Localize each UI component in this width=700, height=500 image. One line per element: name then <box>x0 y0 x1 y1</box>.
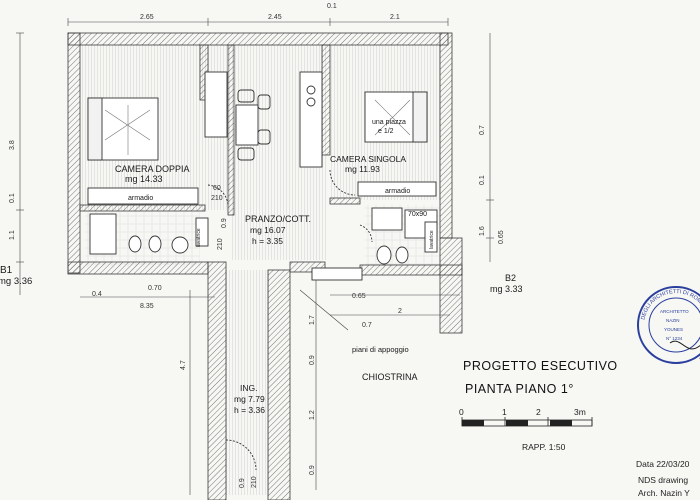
scale-tick-2: 2 <box>536 407 541 417</box>
dim-left-mid: 1.1 <box>9 230 16 240</box>
stamp-ring-text: DEGLI ARCHITETTI DI ROMA <box>640 289 700 321</box>
dim-top-1: 2.65 <box>140 14 154 21</box>
stamp-inner-2: NAZIN <box>666 318 680 323</box>
dim-door-a: 60 <box>213 185 221 192</box>
title-date: Data 22/03/20 <box>636 459 690 469</box>
dim-left-height: 3.8 <box>9 140 16 150</box>
height-pranzo: h = 3.35 <box>252 236 283 246</box>
note-piani-appoggio: piani di appoggio <box>352 345 409 354</box>
title-architect: Arch. Nazin Y <box>638 488 690 498</box>
label-b1: B1 <box>0 265 13 276</box>
bed-note-1: una piazza <box>372 119 406 126</box>
scale-ratio: RAPP. 1:50 <box>522 442 566 452</box>
dim-corr-a: 1.7 <box>309 315 316 325</box>
title-drawing: NDS drawing <box>638 475 688 485</box>
note-lavatrice-2: lavatrice <box>429 230 435 249</box>
area-camera-doppia: mg 14.33 <box>125 174 163 184</box>
scale-tick-1: 1 <box>502 407 507 417</box>
stamp-inner-1: ARCHITETTO <box>660 309 689 314</box>
furniture <box>87 71 438 471</box>
area-ingresso: mg 7.79 <box>234 394 265 404</box>
dimension-labels: 2.65 2.45 2.1 0.1 3.8 0.1 1.1 4.7 0.7 0.… <box>9 3 505 488</box>
dimension-lines <box>16 18 494 495</box>
dim-top-3: 2.1 <box>390 14 400 21</box>
area-camera-singola: mg 11.93 <box>345 164 380 174</box>
closet-camera-singola: armadio <box>385 188 410 195</box>
architect-stamp: DEGLI ARCHITETTI DI ROMA ARCHITETTO NAZI… <box>637 286 700 364</box>
bed-note-2: e 1/2 <box>378 128 394 135</box>
label-ingresso: ING. <box>240 383 257 393</box>
scale-bar: 0 1 2 3m RAPP. 1:50 <box>459 407 593 452</box>
dim-door-b: 210 <box>211 195 223 202</box>
scale-tick-0: 0 <box>459 407 464 417</box>
scale-tick-3: 3m <box>574 407 586 417</box>
label-pranzo: PRANZO/COTT. <box>245 214 311 224</box>
dim-door-c: 0.9 <box>221 218 228 228</box>
title-line-1: PROGETTO ESECUTIVO <box>463 359 618 373</box>
dim-bottom-1: 0.4 <box>92 291 102 298</box>
title-line-2: PIANTA PIANO 1° <box>465 382 574 396</box>
dim-b2-3: 2 <box>398 308 402 315</box>
dim-top-2: 2.45 <box>268 14 282 21</box>
dim-right-mid: 0.1 <box>479 175 486 185</box>
dim-bottom-2: 0.70 <box>148 285 162 292</box>
room-labels: CAMERA DOPPIA mg 14.33 armadio CAMERA SI… <box>0 119 523 415</box>
note-lavatrice: lavatrice <box>196 228 202 247</box>
dim-b2-2: 0.7 <box>362 322 372 329</box>
area-b1: mg 3.36 <box>0 276 32 287</box>
walls <box>67 32 463 500</box>
dim-b2-1: 0.65 <box>352 293 366 300</box>
dim-door-d: 210 <box>217 238 224 250</box>
dim-ing-a: 0.9 <box>239 478 246 488</box>
dim-right-low: 1.6 <box>479 226 486 236</box>
dim-right-tiny: 0.65 <box>498 230 505 244</box>
dim-right-top: 0.7 <box>479 125 486 135</box>
stamp-inner-4: N° 1234 <box>666 336 683 341</box>
shower-b2: 70x90 <box>408 211 427 218</box>
dim-corr-c: 1.2 <box>309 410 316 420</box>
dim-left-small: 0.1 <box>9 193 16 203</box>
title-block: PROGETTO ESECUTIVO PIANTA PIANO 1° 0 1 2… <box>459 359 690 498</box>
label-camera-singola: CAMERA SINGOLA <box>330 154 406 164</box>
stamp-inner-3: YOUNES <box>664 327 683 332</box>
area-pranzo: mg 16.07 <box>250 225 286 235</box>
label-b2: B2 <box>505 273 516 283</box>
dim-left-bottom: 4.7 <box>180 360 187 370</box>
dim-top-small: 0.1 <box>327 3 337 10</box>
area-b2: mg 3.33 <box>490 284 523 294</box>
label-chiostrina: CHIOSTRINA <box>362 372 418 382</box>
closet-camera-doppia: armadio <box>128 195 153 202</box>
dim-corr-d: 0.9 <box>309 465 316 475</box>
label-camera-doppia: CAMERA DOPPIA <box>115 164 190 174</box>
dim-bottom-3: 8.35 <box>140 303 154 310</box>
height-ingresso: h = 3.36 <box>234 405 265 415</box>
dim-ing-b: 210 <box>251 476 258 488</box>
dim-corr-b: 0.9 <box>309 355 316 365</box>
